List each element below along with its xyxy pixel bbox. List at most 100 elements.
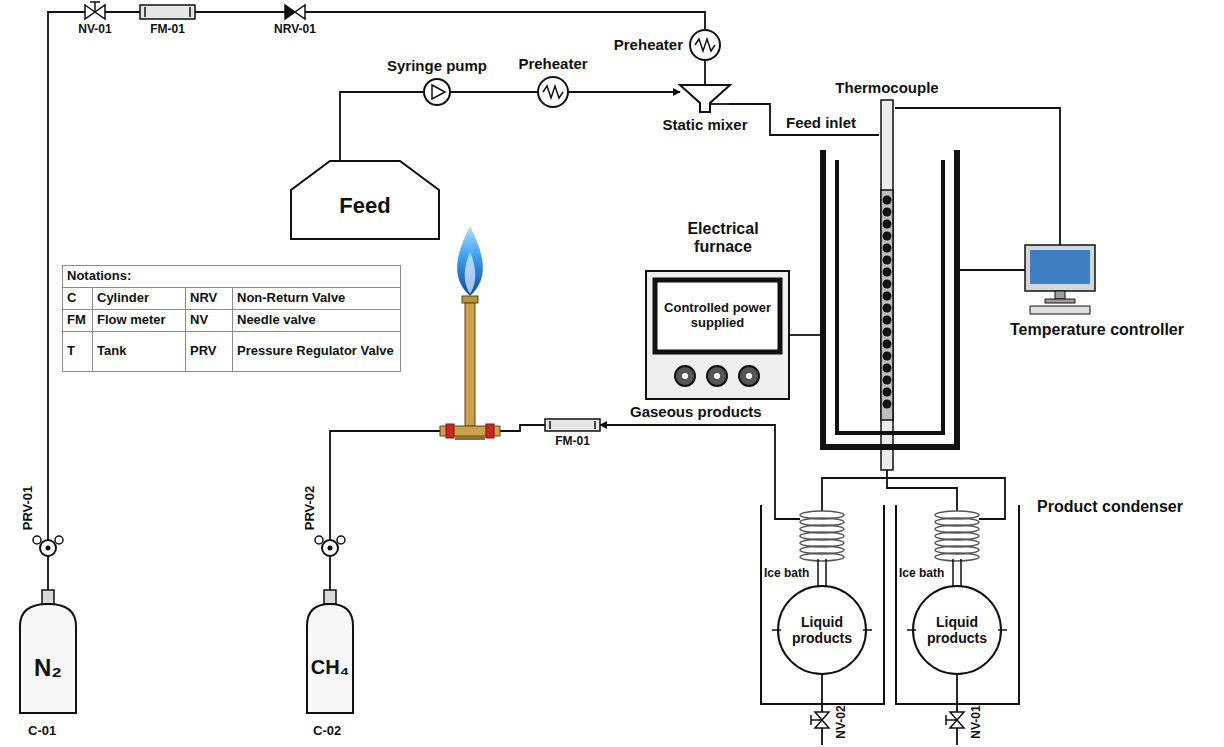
non-return-valve-label: NRV-01	[274, 23, 316, 37]
catalyst-bead	[883, 196, 892, 205]
flow-meter: FM-01	[140, 5, 195, 19]
reactor-tube: Thermocouple	[879, 100, 895, 470]
electrical-furnace-outline	[820, 150, 960, 450]
catalyst-bead	[883, 340, 892, 349]
table-cell: Flow meter	[92, 309, 186, 332]
ice-bath-outline	[896, 505, 1019, 704]
liquid-flask: Liquid products	[777, 585, 867, 675]
power-supply-outline	[646, 271, 789, 399]
catalyst-bead	[883, 292, 892, 301]
preheater: Preheater	[689, 29, 721, 61]
condenser-coil	[935, 553, 979, 561]
liquid-flask: Liquid products	[912, 585, 1002, 675]
ice-bath-outline	[818, 559, 826, 587]
liquid-flask-label: Liquid products	[917, 614, 997, 646]
computer-screen	[1030, 250, 1090, 284]
preheater-outline	[695, 39, 715, 51]
gas-cylinder-outline	[18, 590, 78, 715]
catalyst-bead	[883, 244, 892, 253]
pipe-connector	[600, 425, 775, 505]
preheater-outline	[543, 86, 563, 98]
feed-tank-outline	[291, 161, 439, 239]
static-mixer-outline	[680, 85, 730, 112]
bunsen-burner	[457, 226, 483, 296]
table-cell: NRV	[185, 287, 233, 310]
component-label: C-01	[28, 724, 56, 739]
drain-valve	[811, 715, 822, 725]
drain-valve	[946, 705, 964, 745]
bunsen-burner	[486, 424, 494, 438]
catalyst-bead	[883, 220, 892, 229]
static-mixer-label: Static mixer	[662, 116, 747, 133]
pump-symbol	[424, 79, 450, 105]
catalyst-bead	[883, 388, 892, 397]
catalyst-bead	[883, 304, 892, 313]
catalyst-bead	[883, 256, 892, 265]
preheater-label: Preheater	[518, 55, 587, 72]
syringe-pump-outline	[432, 85, 445, 99]
pipe-connector	[305, 12, 705, 29]
catalyst-bead	[883, 328, 892, 337]
catalyst-bead	[883, 364, 892, 373]
control-knob	[739, 366, 759, 386]
pipe-connector	[105, 11, 140, 13]
drain-valve	[946, 715, 957, 725]
preheater-outline	[689, 29, 721, 61]
temperature-controller-outline	[1055, 291, 1065, 299]
control-knob	[682, 373, 688, 379]
flask-outline	[913, 586, 1001, 674]
temperature-controller: Temperature controller	[1025, 245, 1095, 315]
reactor-tube-outline	[879, 100, 895, 470]
temperature-controller-outline	[1030, 306, 1090, 314]
bunsen-burner	[462, 296, 478, 303]
flow-meter-label: FM-01	[150, 23, 185, 37]
flow-meter-outline	[545, 419, 600, 431]
gas-cylinder-label: N₂	[34, 624, 62, 682]
gas-cylinder-outline	[20, 604, 76, 713]
catalyst-bead	[883, 280, 892, 289]
ice-bath-outline	[979, 505, 1005, 519]
pipe-connector	[895, 108, 1060, 245]
syringe-pump-label: Syringe pump	[387, 57, 487, 74]
component-tag: NV-01	[970, 705, 984, 738]
table-cell: Non-Return Valve	[232, 287, 401, 310]
preheater: Preheater	[537, 76, 569, 108]
needle-valve-outline	[85, 5, 105, 19]
preheater-symbol	[690, 30, 720, 60]
condenser-coil	[800, 553, 844, 561]
ice-bath-label: Ice bath	[764, 567, 809, 581]
table-cell: T	[62, 331, 93, 372]
table-cell: Notations:	[62, 265, 401, 288]
bunsen-burner	[440, 226, 500, 440]
bunsen-burner	[465, 303, 475, 426]
catalyst-bead	[883, 268, 892, 277]
gas-cylinder-label: CH₄	[311, 626, 349, 679]
catalyst-bead	[883, 400, 892, 409]
pressure-regulator	[322, 540, 338, 556]
ice-bath-outline	[761, 505, 884, 704]
bunsen-burner	[446, 424, 454, 438]
ice-bath-outline	[821, 675, 823, 705]
pressure-regulator	[337, 536, 345, 544]
flow-meter-outline	[140, 5, 195, 19]
temperature-controller-outline	[1045, 299, 1075, 303]
syringe-pump: Syringe pump	[423, 78, 451, 106]
preheater-outline	[537, 76, 569, 108]
pressure-regulator	[33, 536, 41, 544]
ice-bath-label: Ice bath	[899, 567, 944, 581]
feed-tank: Feed	[290, 160, 440, 240]
pressure-regulator	[328, 546, 333, 551]
gas-cylinder-outline	[324, 590, 336, 604]
flow-meter-label: FM-01	[555, 435, 590, 449]
pressure-regulator	[40, 540, 56, 556]
gas-line	[330, 431, 440, 590]
table-cell: PRV	[185, 331, 233, 372]
bunsen-burner	[465, 252, 476, 294]
pressure-regulator	[315, 536, 345, 556]
needle-valve-label: NV-01	[78, 23, 111, 37]
pipe-connector	[887, 470, 957, 505]
pipe-connector	[704, 61, 706, 85]
